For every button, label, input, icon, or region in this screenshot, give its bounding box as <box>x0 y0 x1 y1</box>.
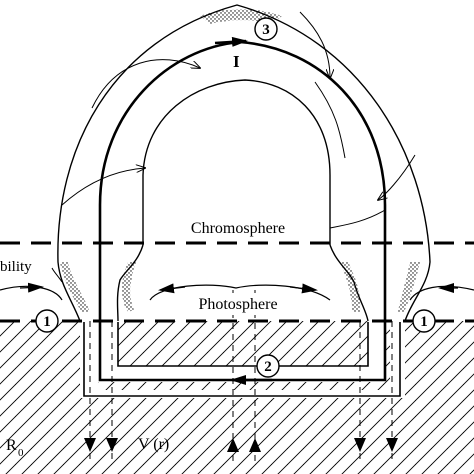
marker-1-left: 1 <box>35 309 59 333</box>
outer-loop-envelope <box>57 4 431 263</box>
left-outer-foot <box>57 261 81 322</box>
right-stipple-outer <box>398 262 420 312</box>
outer-subsurface-loop <box>83 322 401 397</box>
velocity-label: V (r) <box>138 436 169 453</box>
photosphere-label: Photosphere <box>198 296 277 313</box>
radius-label: R <box>6 437 17 454</box>
left-flow-arrow <box>19 282 44 293</box>
right-stipple-inner <box>340 262 361 312</box>
center-right-arrow <box>289 283 318 294</box>
flow-line-5 <box>378 154 416 200</box>
svg-text:1: 1 <box>43 314 51 330</box>
radius-subscript: 0 <box>18 447 24 459</box>
left-stipple-inner <box>122 262 136 312</box>
chromosphere-label: Chromosphere <box>191 220 285 237</box>
down-arrow-4 <box>386 438 398 452</box>
inner-subsurface-loop <box>117 322 369 367</box>
chromosphere-label-bg <box>176 216 300 238</box>
instability-pointer <box>51 267 63 283</box>
left-surface-flow <box>0 285 63 301</box>
marker-3-loop-top: 3 <box>254 17 278 41</box>
current-direction-arrow <box>214 36 248 47</box>
photosphere-label-bg <box>186 293 290 315</box>
right-surface-flow <box>409 285 474 301</box>
up-arrow-1 <box>227 438 239 452</box>
up-arrow-2 <box>249 438 261 452</box>
inner-loop-envelope <box>142 79 331 245</box>
flow-line-4 <box>314 81 346 159</box>
flow-line-1 <box>61 168 145 206</box>
marker-2-subsurface: 2 <box>256 354 280 378</box>
center-left-arrow <box>158 283 186 294</box>
instability-label: bility <box>0 259 32 275</box>
svg-text:2: 2 <box>264 359 272 375</box>
left-inner-foot <box>116 244 144 322</box>
down-arrow-3 <box>354 438 366 452</box>
flow-line-3 <box>299 11 330 78</box>
velocity-lines <box>89 290 393 462</box>
flow-line-6 <box>329 209 386 229</box>
svg-text:3: 3 <box>262 22 270 38</box>
down-arrow-2 <box>106 438 118 452</box>
svg-text:1: 1 <box>420 314 428 330</box>
marker-1-right: 1 <box>412 309 436 333</box>
current-label: I <box>233 52 240 71</box>
left-stipple-outer <box>60 262 90 312</box>
flow-line-2 <box>91 59 200 109</box>
down-arrow-1 <box>84 438 96 452</box>
